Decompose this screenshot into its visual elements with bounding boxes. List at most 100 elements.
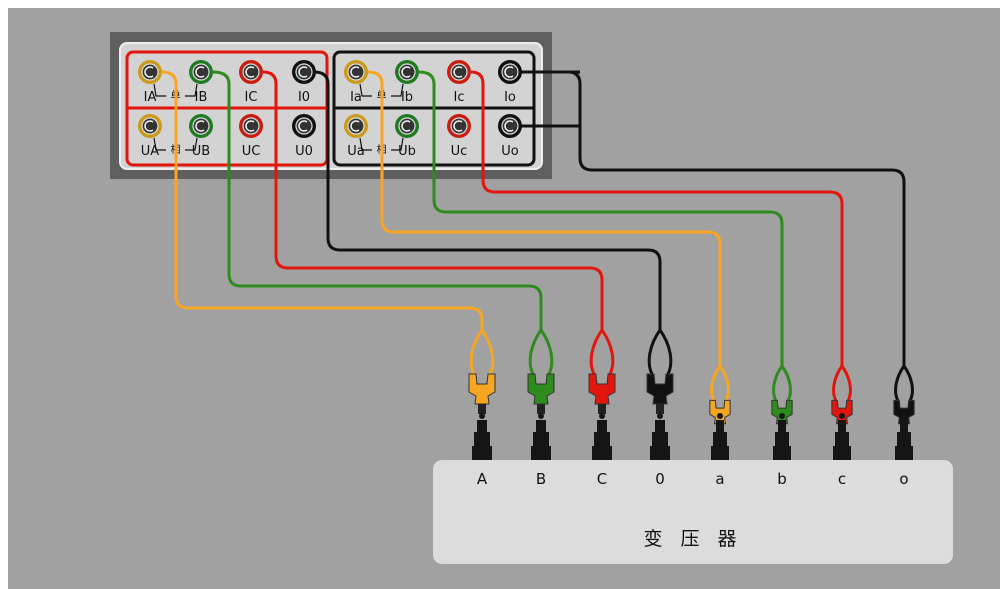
terminal-label-i0: I0 [298,90,310,105]
clamp-jaws [709,399,731,425]
socket-hole-icon [298,120,308,132]
bushing-stud [538,413,544,419]
socket-hole-icon [401,120,411,132]
socket-hole-icon [401,66,411,78]
transformer-terminal-lv-c: c [838,470,846,488]
bushing-lower [711,446,729,460]
terminal-uc[interactable]: Uc [447,114,471,159]
bushing-stud [901,413,907,419]
socket-hole-icon [144,66,154,78]
terminal-uc[interactable]: UC [239,114,263,159]
socket-hole-icon [195,120,205,132]
bushing-lower [592,446,612,460]
clamp-handle [589,329,615,375]
bushing-upper [775,432,789,446]
clamp-jaws [831,399,853,425]
terminal-ua[interactable]: UA [138,114,162,159]
clamp-lv-a[interactable] [709,365,731,460]
transformer-terminal-hv-c: C [597,470,607,488]
clamp-handle [528,329,554,375]
bushing-lower [531,446,551,460]
clamp-lv-c[interactable] [831,365,853,460]
bushing-upper [897,432,911,446]
terminal-ia[interactable]: IA [138,60,162,105]
socket-hole-icon [504,120,514,132]
socket-hole-icon [245,120,255,132]
clamp-handle [894,365,914,401]
bushing-neck [778,420,786,432]
transformer-terminal-lv-o: o [899,470,908,488]
terminal-label-u0: U0 [295,144,313,159]
cable-u0-to-0 [313,70,662,330]
clamp-jaws [527,373,555,405]
cable-uo-to-o [520,70,906,366]
bushing-upper [474,432,490,446]
transformer-body: 变 压 器 [433,460,953,564]
bushing-stud [599,413,605,419]
bushing-neck [536,420,546,432]
socket-hole-icon [144,120,154,132]
clamp-lv-b[interactable] [771,365,793,460]
socket-hole-icon [195,66,205,78]
transformer-terminal-hv-0: 0 [655,470,665,488]
terminal-u0[interactable]: U0 [292,114,316,159]
socket-hole-icon [350,66,360,78]
cable-uc-to-c [262,70,604,330]
terminal-i0[interactable]: I0 [292,60,316,105]
clamp-hv-0[interactable] [646,329,674,460]
terminal-ic[interactable]: Ic [447,60,471,105]
terminal-label-io: Io [504,90,516,105]
terminal-ic[interactable]: IC [239,60,263,105]
bushing-stud [479,413,485,419]
terminal-ia[interactable]: Ia [344,60,368,105]
transformer-terminal-hv-a: A [477,470,488,488]
transformer-title: 变 压 器 [643,528,742,550]
panel-face [119,42,543,170]
transformer-box [433,460,953,564]
clamp-handle [647,329,673,375]
link-bracket [359,83,404,97]
terminal-label-ia: IA [144,90,157,105]
transformer-terminal-hv-b: B [536,470,546,488]
socket-hole-icon [504,66,514,78]
socket-hole-icon [245,66,255,78]
clamp-jaws [893,399,915,425]
clamp-jaws [646,373,674,405]
socket-hole-icon [350,120,360,132]
terminal-uo[interactable]: Uo [498,114,522,159]
cable-uc-to-c [470,70,844,366]
terminal-ub[interactable]: UB [189,114,213,159]
socket-hole-icon [298,66,308,78]
bushing-neck [597,420,607,432]
terminal-ib[interactable]: IB [189,60,213,105]
clamp-hv-a[interactable] [468,329,496,460]
socket-hole-icon [453,120,463,132]
terminal-ub[interactable]: Ub [395,114,419,159]
bushing-lower [895,446,913,460]
test-clamps [468,329,915,460]
clamp-lv-o[interactable] [893,365,915,460]
bushing-lower [650,446,670,460]
cable-ua-to-a [161,70,484,330]
terminal-label-ub: Ub [398,144,416,159]
bushing-neck [655,420,665,432]
clamp-tip [478,404,486,414]
transformer-terminal-lv-b: b [777,470,787,488]
terminal-label-ia: Ia [350,90,362,105]
clamp-handle [710,365,730,401]
terminal-ua[interactable]: Ua [344,114,368,159]
terminal-ib[interactable]: Ib [395,60,419,105]
terminal-io[interactable]: Io [498,60,522,105]
bushing-upper [594,432,610,446]
bushing-lower [773,446,791,460]
cable-ua-to-a [367,70,722,366]
bushing-upper [652,432,668,446]
bushing-upper [835,432,849,446]
bushing-lower [472,446,492,460]
clamp-hv-b[interactable] [527,329,555,460]
clamp-hv-c[interactable] [588,329,616,460]
terminal-label-uc: Uc [451,144,468,159]
terminal-label-ic: Ic [454,90,465,105]
